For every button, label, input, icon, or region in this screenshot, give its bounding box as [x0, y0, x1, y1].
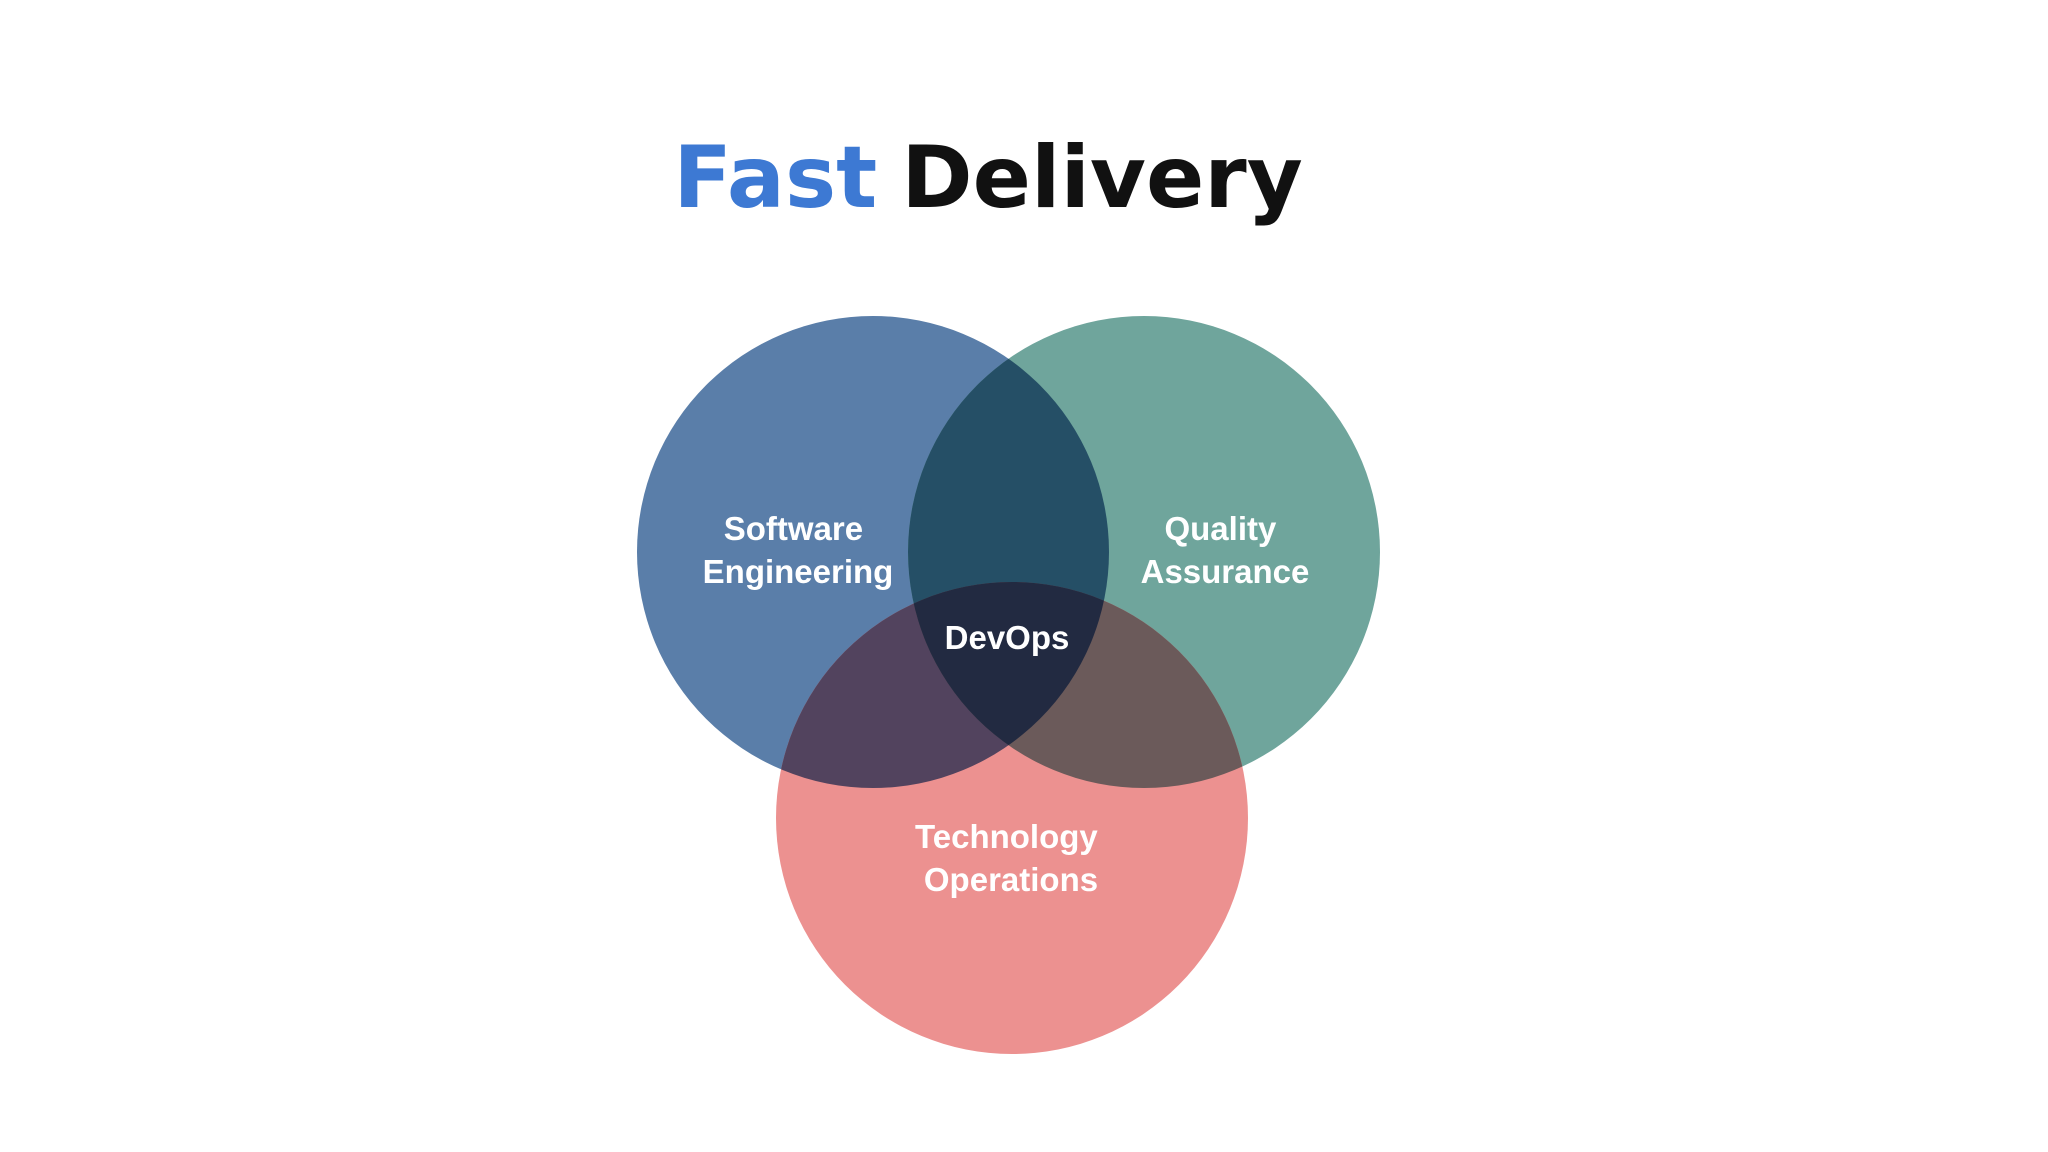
title-rest: Delivery	[901, 128, 1303, 228]
label-software-engineering: Software Engineering	[703, 510, 894, 590]
label-quality-assurance-line-1: Quality	[1164, 510, 1277, 547]
label-technology-operations-line-2: Operations	[924, 861, 1098, 898]
label-software-engineering-line-2: Engineering	[703, 553, 894, 590]
overlap-quality-operations	[908, 582, 1248, 788]
label-technology-operations-line-1: Technology	[915, 818, 1098, 855]
label-technology-operations: Technology Operations	[915, 818, 1107, 898]
label-quality-assurance-line-2: Assurance	[1141, 553, 1310, 590]
overlap-engineering-operations	[776, 582, 1109, 788]
title-accent-word: Fast	[673, 128, 878, 228]
label-quality-assurance: Quality Assurance	[1141, 510, 1310, 590]
label-software-engineering-line-1: Software	[724, 510, 863, 547]
label-devops: DevOps	[945, 619, 1070, 656]
